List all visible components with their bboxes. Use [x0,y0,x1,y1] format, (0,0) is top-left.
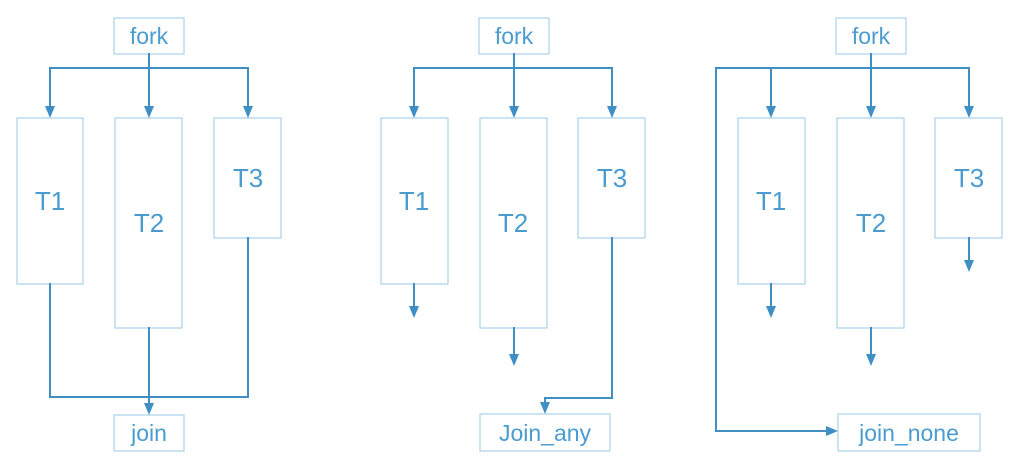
join-any-label: Join_any [499,420,592,446]
t2-output-arrowhead [866,354,876,366]
arrowhead-to-t3 [964,106,974,118]
fork-box [478,17,550,55]
arrowhead-to-t3 [243,106,253,118]
t3-to-join-any-connector [544,237,613,403]
task-label-t3: T3 [954,163,984,193]
task-label-t3: T3 [597,163,627,193]
fork-label: fork [852,23,891,49]
fork-box [835,17,907,55]
fork-label: fork [495,23,534,49]
diagram-join: fork T1 T2 T3 join [16,17,282,452]
arrowhead-to-join-none [826,426,838,436]
fork-label: fork [130,23,169,49]
arrowhead-to-join-any [540,402,550,414]
arrowhead-to-t2 [144,106,154,118]
task-box-t3 [934,117,1003,239]
arrowhead-to-join [144,403,154,415]
diagram-join-any: fork T1 T2 T3 Join_any [380,17,646,452]
t2-output-arrowhead [509,354,519,366]
fork-connector [49,53,249,107]
task-box-t2 [114,117,183,329]
t1-output-arrowhead [409,306,419,318]
task-label-t1: T1 [399,186,429,216]
task-box-t1 [16,117,84,285]
fork-connector [715,53,970,432]
join-label: join [130,420,167,446]
join-connector [49,237,249,404]
join-box [113,414,185,452]
join-none-label: join_none [858,420,959,446]
arrowhead-to-t1 [409,106,419,118]
task-box-t1 [737,117,806,285]
fork-box [113,17,185,55]
task-label-t2: T2 [498,208,528,238]
task-label-t3: T3 [233,163,263,193]
task-label-t1: T1 [756,186,786,216]
arrowhead-to-t1 [45,106,55,118]
arrowhead-to-t2 [866,106,876,118]
t3-output-arrowhead [964,260,974,272]
arrowhead-to-t3 [607,106,617,118]
fork-connector [413,53,613,107]
diagram-join-none: fork T1 T2 T3 join_none [715,17,1003,452]
arrowhead-to-t2 [509,106,519,118]
t1-output-arrowhead [766,306,776,318]
task-box-t3 [213,117,282,239]
task-box-t1 [380,117,449,285]
task-label-t2: T2 [856,208,886,238]
task-label-t1: T1 [35,186,65,216]
arrowhead-to-t1 [766,106,776,118]
join-none-box [837,413,981,452]
task-label-t2: T2 [134,208,164,238]
